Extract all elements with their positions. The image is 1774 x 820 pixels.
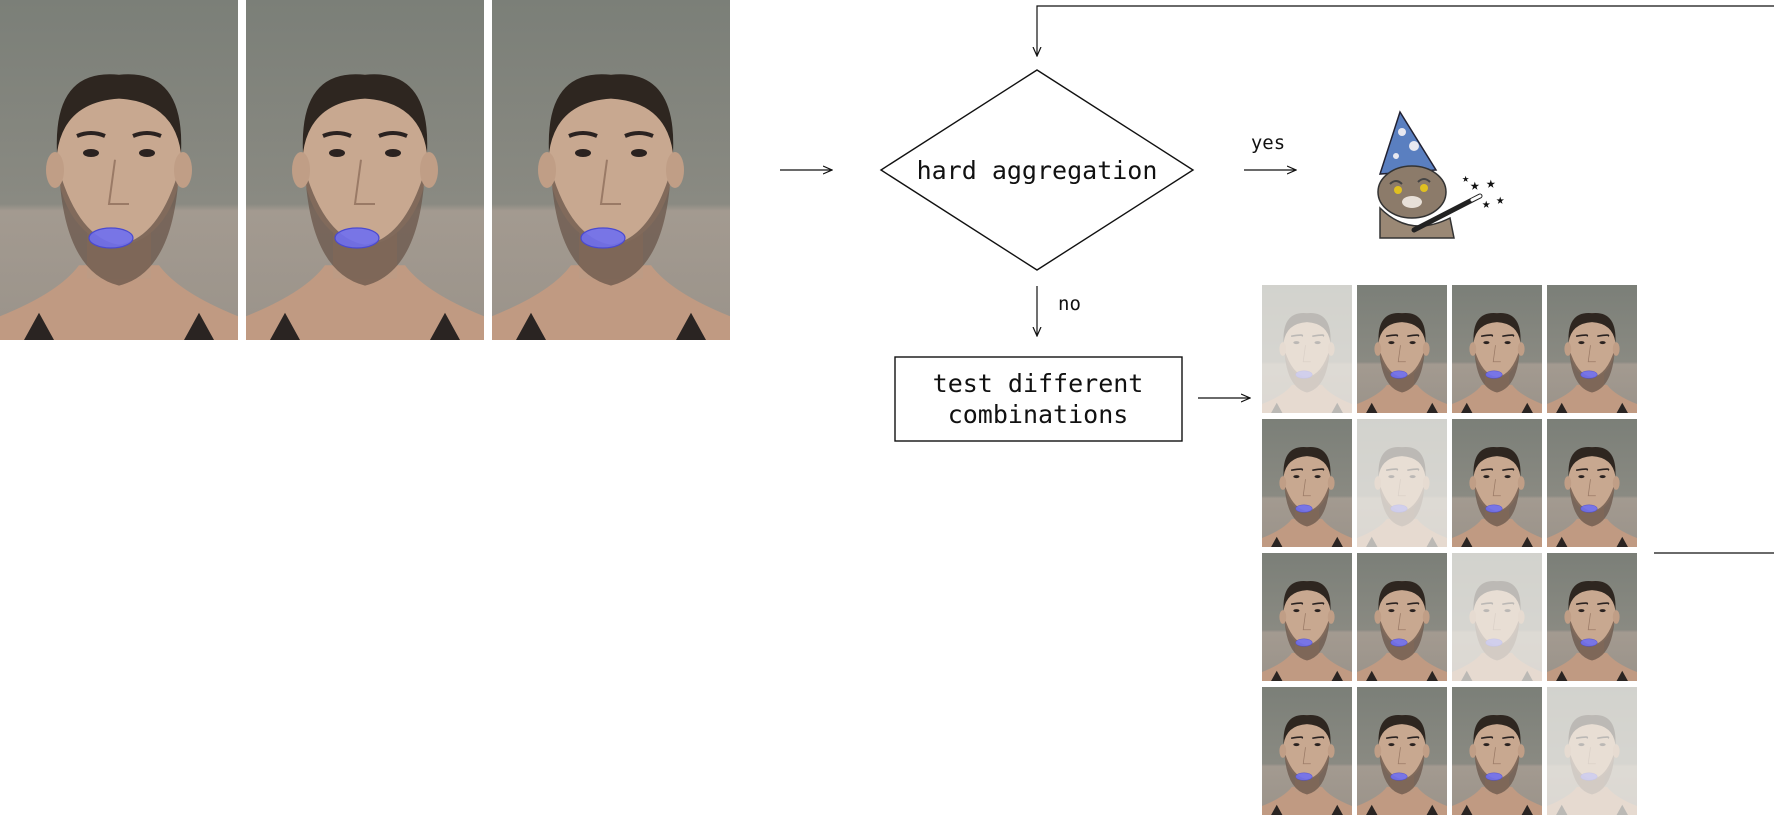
svg-text:★: ★ xyxy=(1470,175,1480,194)
grid-cell-r3-c1 xyxy=(1357,687,1447,815)
grid-cell-r2-c1 xyxy=(1357,553,1447,681)
grid-cell-r0-c2 xyxy=(1452,285,1542,413)
input-photo-3 xyxy=(492,0,730,340)
yes-label: yes xyxy=(1251,132,1285,154)
grid-cell-r2-c0 xyxy=(1262,553,1352,681)
grid-cell-r3-c3 xyxy=(1547,687,1637,815)
grid-cell-r1-c2 xyxy=(1452,419,1542,547)
process-box xyxy=(894,356,1183,442)
process-label-line1: test different xyxy=(933,369,1144,398)
svg-text:★: ★ xyxy=(1486,173,1496,192)
grid-cell-r1-c0 xyxy=(1262,419,1352,547)
process-label-line2: combinations xyxy=(948,400,1129,429)
svg-text:★: ★ xyxy=(1462,171,1469,185)
input-photo-2 xyxy=(246,0,484,340)
svg-text:★: ★ xyxy=(1496,192,1505,208)
grid-cell-r2-c2 xyxy=(1452,553,1542,681)
decision-label: hard aggregation xyxy=(917,156,1158,185)
grid-cell-r3-c2 xyxy=(1452,687,1542,815)
decision-diamond xyxy=(879,69,1195,271)
decision-node: hard aggregation xyxy=(879,69,1195,271)
combination-grid xyxy=(1262,285,1637,815)
feedback-loop-top xyxy=(1037,5,1774,56)
input-photo-strip xyxy=(0,0,730,340)
grid-cell-r2-c3 xyxy=(1547,553,1637,681)
svg-text:★: ★ xyxy=(1482,196,1491,212)
grid-cell-r0-c0 xyxy=(1262,285,1352,413)
input-photo-1 xyxy=(0,0,238,340)
grid-cell-r1-c3 xyxy=(1547,419,1637,547)
wizard-cat-icon: ★ ★ ★ ★ ★ xyxy=(1377,110,1505,239)
no-label: no xyxy=(1058,293,1081,315)
grid-cell-r0-c3 xyxy=(1547,285,1637,413)
grid-cell-r1-c1 xyxy=(1357,419,1447,547)
grid-cell-r3-c0 xyxy=(1262,687,1352,815)
grid-cell-r0-c1 xyxy=(1357,285,1447,413)
process-node: test different combinations xyxy=(894,356,1183,442)
